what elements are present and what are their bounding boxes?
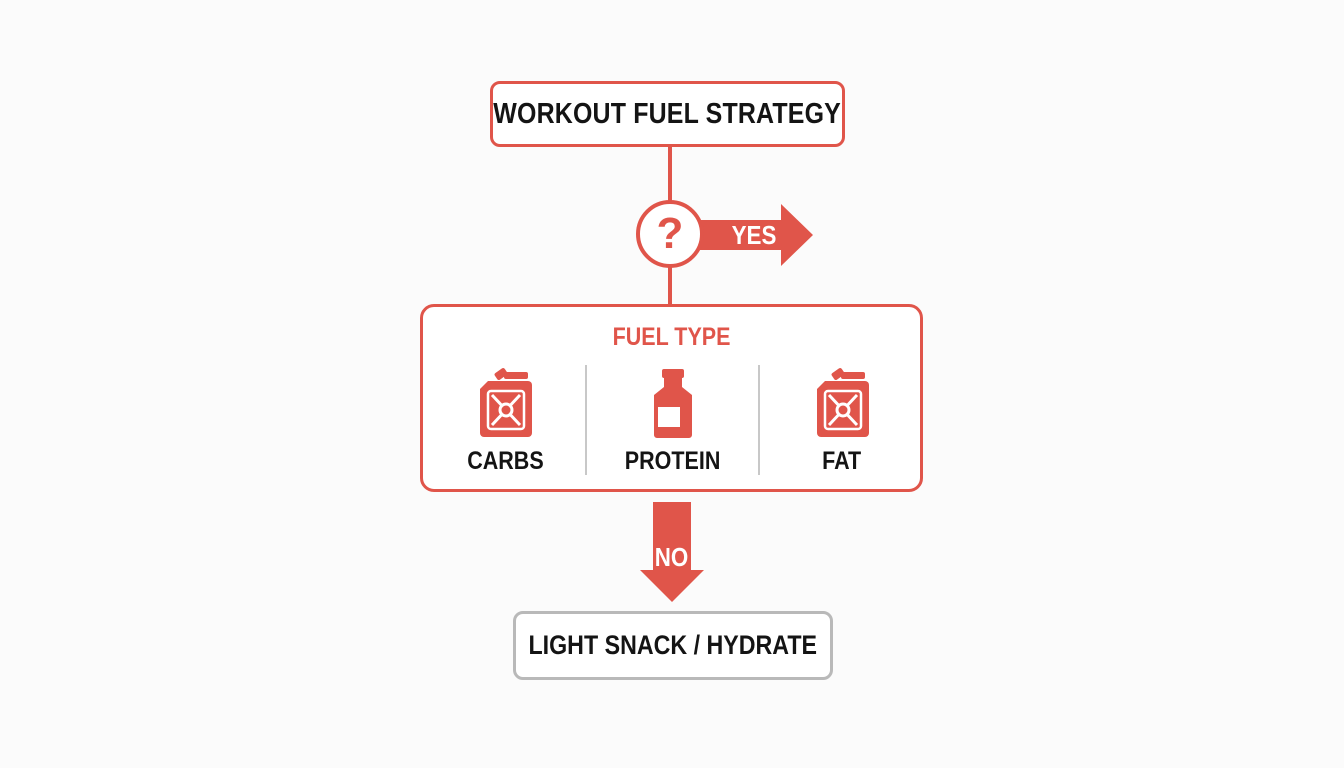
yes-arrow [695, 204, 813, 266]
light-snack-box: LIGHT SNACK / HYDRATE [513, 611, 833, 680]
yes-label: YES [731, 219, 777, 250]
divider-2 [758, 365, 760, 475]
divider-1 [585, 365, 587, 475]
final-label: LIGHT SNACK / HYDRATE [528, 630, 818, 660]
fuel-item-protein: PROTEIN [593, 367, 753, 476]
decision-circle: ? [636, 200, 704, 268]
diagram-title: WORKOUT FUEL STRATEGY [493, 97, 842, 130]
connector-line-bottom [668, 264, 672, 304]
fuel-item-carbs: CARBS [425, 367, 585, 476]
connector-line-top [668, 147, 672, 204]
question-mark-icon: ? [656, 209, 684, 258]
jerry-can-icon [480, 368, 532, 437]
fuel-label-protein: PROTEIN [625, 447, 721, 475]
fuel-label-carbs: CARBS [466, 447, 544, 475]
fuel-item-fat: FAT [762, 367, 922, 476]
no-arrow [640, 502, 704, 602]
no-label: NO [654, 541, 688, 572]
title-box: WORKOUT FUEL STRATEGY [490, 81, 845, 147]
bottle-icon [654, 369, 692, 438]
fuel-type-box: FUEL TYPE CARBS PROTEIN [420, 304, 923, 492]
fuel-label-fat: FAT [822, 447, 862, 475]
jerry-can-icon [817, 368, 869, 437]
fuel-type-title: FUEL TYPE [612, 323, 731, 351]
